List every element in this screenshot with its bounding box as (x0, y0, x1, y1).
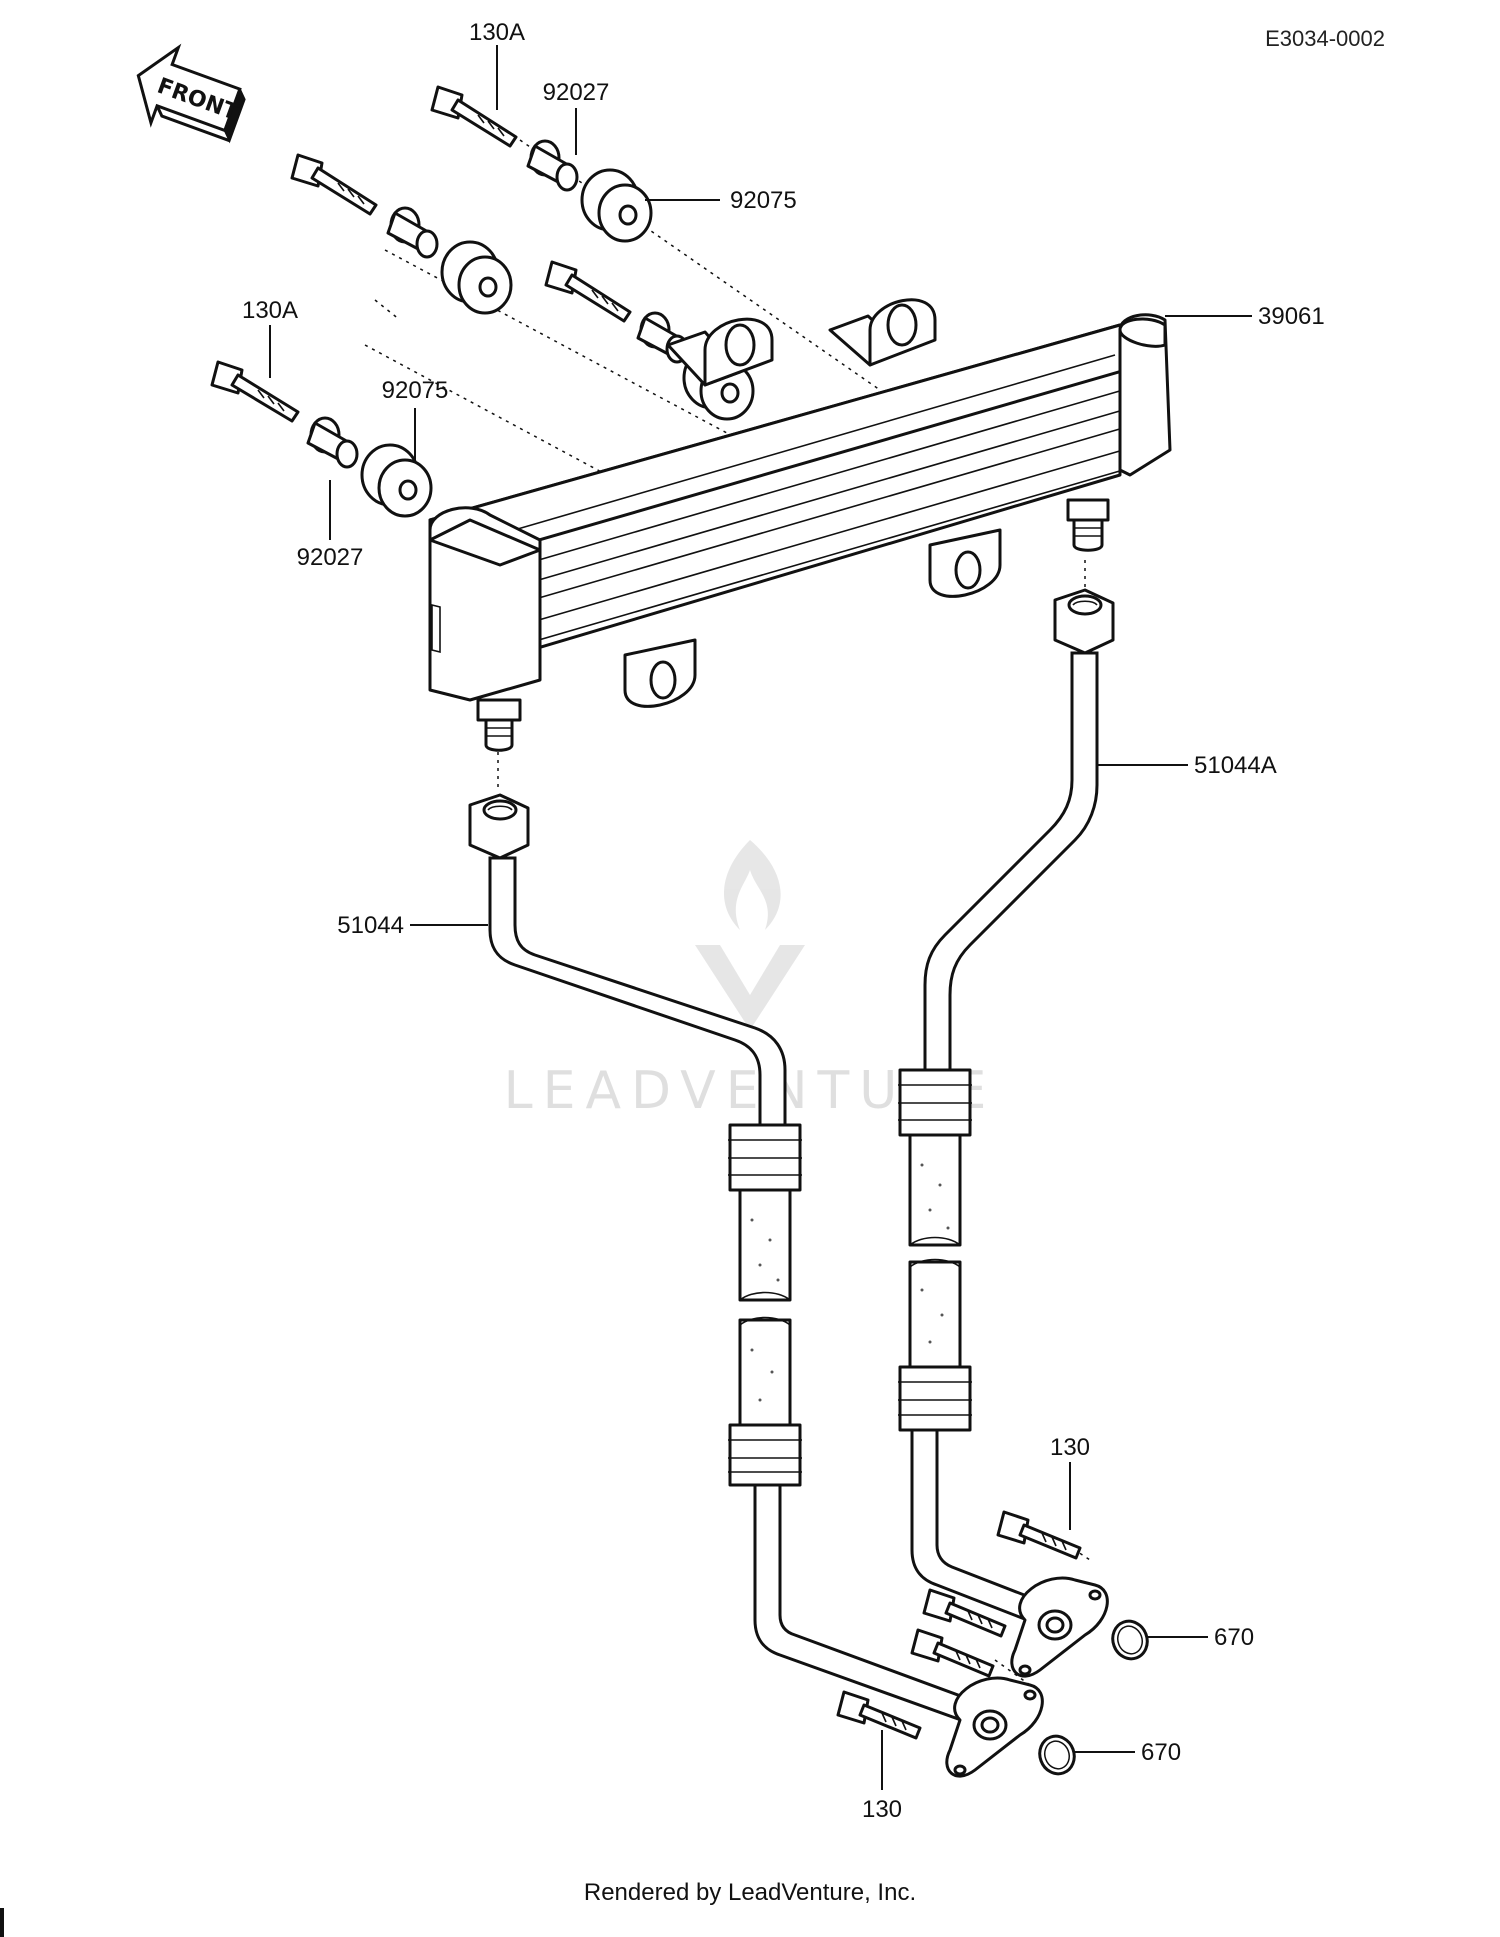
grommet-92075-top-icon (580, 168, 653, 243)
cooler-bottom-tab-right-icon (928, 528, 1002, 598)
leader-lines (269, 45, 1252, 1790)
front-arrow-icon (136, 43, 242, 133)
mount-set-top (430, 85, 653, 243)
watermark-v-icon (695, 945, 805, 1030)
bolt-right-icon (544, 260, 632, 323)
grommet-92075-left-icon (360, 443, 433, 518)
label-grommet-92075-top: 92075 (730, 187, 797, 214)
pipe-right-flange-icon (1010, 1576, 1109, 1678)
bolt-flange-lower-icon (910, 1628, 995, 1678)
pipe-left-lower-hose-icon (728, 1316, 802, 1487)
footer-text: Rendered by LeadVenture, Inc. (584, 1879, 916, 1906)
cooler-fitting-left-icon (476, 698, 522, 752)
mount-set-middle (290, 153, 513, 315)
label-pipe-51044a: 51044A (1194, 752, 1277, 779)
pipe-left-nut-icon (468, 793, 530, 860)
edge-mark (0, 1908, 4, 1937)
grommet-middle-icon (440, 240, 513, 315)
bolt-130a-top-icon (430, 85, 518, 148)
label-collar-92027-top: 92027 (543, 79, 610, 106)
pipe-left-flange-icon (945, 1676, 1044, 1778)
mount-set-left (210, 360, 433, 518)
label-cooler-39061: 39061 (1258, 303, 1325, 330)
label-bolt-130-right: 130 (1050, 1434, 1090, 1461)
o-ring-670-bottom-icon (1038, 1734, 1076, 1776)
label-o-ring-670-right: 670 (1214, 1624, 1254, 1651)
pipe-left-upper-hose-icon (728, 1123, 802, 1302)
oil-cooler-39061 (428, 298, 1172, 752)
label-bolt-130a-top: 130A (469, 19, 525, 46)
cooler-top-tab-left-icon (666, 317, 774, 387)
pipe-right-lower-hose-icon (898, 1258, 972, 1432)
bolt-130-bottom-icon (836, 1690, 922, 1740)
pipe-right-nut-icon (1053, 588, 1115, 655)
pipe-right-upper-hose-icon (898, 1068, 972, 1247)
bolt-middle-icon (290, 153, 378, 216)
label-collar-92027-left: 92027 (297, 544, 364, 571)
bolt-130a-left-icon (210, 360, 300, 423)
front-arrow: FRONT (136, 43, 246, 144)
watermark-flame-icon (723, 840, 781, 930)
collar-92027-left-icon (306, 416, 359, 469)
label-o-ring-670-bottom: 670 (1141, 1739, 1181, 1766)
oil-pipe-51044 (468, 793, 1044, 1778)
cooler-fitting-right-icon (1066, 498, 1110, 552)
label-bolt-130-bottom: 130 (862, 1796, 902, 1823)
oil-pipe-51044a (898, 588, 1115, 1678)
label-grommet-92075-left: 92075 (382, 377, 449, 404)
bolt-130-right-upper-icon (996, 1510, 1082, 1560)
collar-middle-icon (386, 206, 439, 259)
part-labels: 130A 92027 92075 130A 92075 92027 39061 … (242, 19, 1325, 1823)
bolt-flange-upper-icon (922, 1588, 1007, 1638)
o-ring-670-right-icon (1111, 1619, 1149, 1661)
label-pipe-51044: 51044 (337, 912, 404, 939)
cooler-top-tab-right-icon (828, 298, 937, 367)
document-id: E3034-0002 (1265, 26, 1385, 51)
collar-92027-top-icon (526, 139, 579, 192)
label-bolt-130a-left: 130A (242, 297, 298, 324)
cooler-bottom-tab-left-icon (623, 638, 697, 708)
